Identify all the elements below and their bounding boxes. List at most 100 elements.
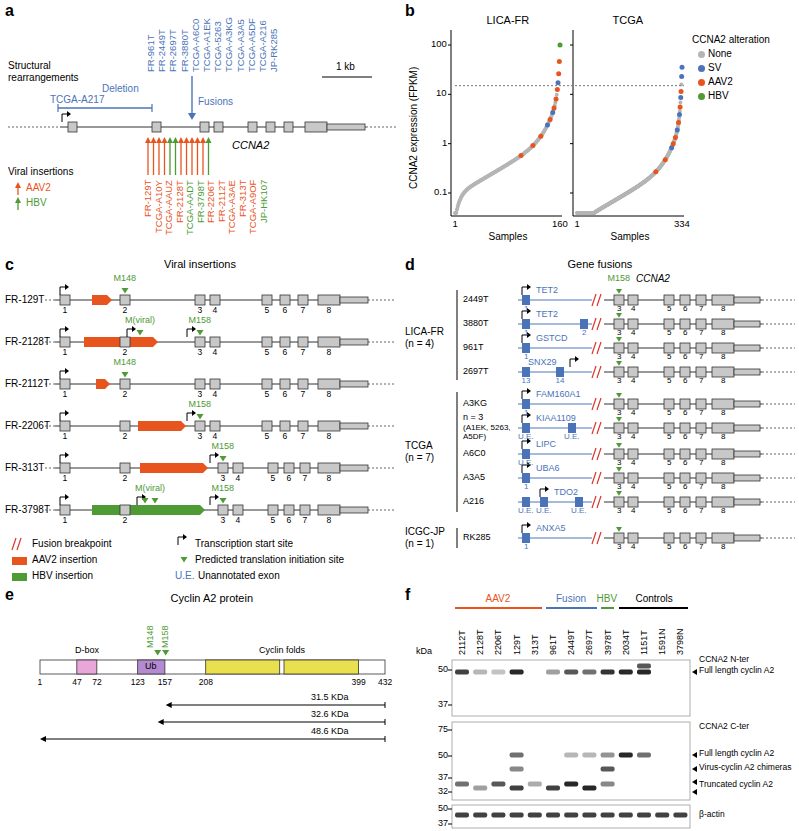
label-text: 7	[699, 542, 703, 551]
label-text: TCGA-A6C0	[191, 19, 202, 72]
arrowhead	[192, 326, 196, 332]
arrowhead	[188, 113, 196, 120]
label-text: 7	[303, 516, 308, 526]
label-text: LICA-FR	[405, 326, 444, 338]
label-text: 5	[667, 432, 671, 441]
exon	[680, 399, 690, 409]
exon	[628, 319, 638, 329]
data-point	[558, 43, 563, 48]
exon	[696, 533, 706, 543]
size-arrow	[385, 736, 386, 742]
insertion-arrow	[17, 202, 18, 210]
label-text: 4	[631, 458, 635, 467]
arrowhead	[173, 137, 179, 143]
blot-band	[564, 753, 578, 758]
label-text: d	[405, 256, 415, 274]
label-text: 123	[131, 678, 145, 688]
viral-insertion	[140, 463, 208, 473]
exon	[280, 295, 290, 305]
label-text: D-box	[75, 645, 99, 655]
label-text: TCGA	[405, 440, 433, 452]
initiation-triangle	[137, 330, 144, 336]
label-text: 4	[631, 506, 635, 515]
blot-band	[601, 813, 615, 818]
exon	[614, 367, 624, 377]
label-text: 4	[213, 390, 218, 400]
label-text: b	[405, 2, 415, 20]
fusion-arrow	[191, 76, 192, 114]
exon	[614, 449, 624, 459]
label-text: TCGA-A1EK	[202, 18, 213, 72]
label-text: 6	[683, 304, 687, 313]
breakpoint	[597, 472, 601, 484]
gene-line	[368, 342, 396, 343]
exon	[262, 421, 272, 431]
gene-line	[762, 348, 795, 349]
label-text: ANXA5	[536, 523, 566, 533]
arrowhead	[65, 368, 69, 374]
tick	[448, 670, 452, 671]
arrowhead	[527, 522, 531, 528]
label-text: TCGA-A9OF	[248, 180, 259, 234]
exon	[628, 473, 638, 483]
label-text: SNX29	[528, 357, 557, 367]
exon	[712, 343, 734, 353]
blot-band	[619, 753, 633, 758]
insertion-arrow	[197, 142, 198, 175]
breakpoint	[597, 342, 601, 354]
initiation-triangle	[616, 491, 622, 496]
label-text: M158	[608, 273, 631, 283]
label-text: FR-2112T	[5, 378, 49, 390]
label-text: 5	[667, 506, 671, 515]
group-line	[601, 607, 614, 609]
label-text: Structural rearrangements	[8, 60, 92, 83]
arrowhead	[692, 766, 697, 772]
tick	[448, 824, 452, 825]
blot-band	[455, 782, 469, 787]
data-point	[554, 97, 559, 102]
exon	[614, 533, 624, 543]
label-text: 2697T	[463, 366, 489, 376]
label-text: 2449T	[463, 294, 489, 304]
blot-band	[528, 813, 542, 818]
breakpoint	[592, 532, 596, 544]
label-text: 1	[524, 304, 528, 313]
label-text: 8	[327, 432, 332, 442]
exon	[712, 295, 734, 305]
tick	[448, 809, 452, 810]
exon	[628, 343, 638, 353]
blot-band	[619, 813, 633, 818]
breakpoint	[597, 318, 601, 330]
exon	[120, 295, 130, 305]
label-text: 2	[123, 516, 128, 526]
exon	[60, 463, 70, 473]
label-text: 5	[667, 328, 671, 337]
scale-bar	[322, 76, 372, 77]
label-text: 5	[667, 352, 671, 361]
legend-swatch	[698, 51, 705, 58]
exon	[120, 463, 130, 473]
initiation-triangle	[616, 527, 622, 532]
label-text: 961T	[548, 634, 558, 655]
label-text: TET2	[536, 309, 558, 319]
breakpoint	[592, 398, 596, 410]
partner-exon	[522, 423, 530, 433]
label-text: 1	[524, 542, 528, 551]
label-text: M148	[145, 625, 155, 648]
label-text: Cyclin A2 protein	[171, 592, 254, 605]
label-text: 1	[63, 306, 68, 316]
label-text: 8	[721, 352, 725, 361]
partner-exon	[556, 367, 564, 377]
label-text: 3	[198, 432, 203, 442]
blot-band	[510, 670, 524, 675]
exon	[628, 399, 638, 409]
label-text: 129T	[512, 634, 522, 655]
exon	[120, 421, 130, 431]
exon	[298, 337, 308, 347]
arrowhead	[692, 752, 697, 758]
label-text: 14	[556, 376, 565, 385]
legend-text: SV	[708, 62, 721, 74]
label-text: 2	[123, 306, 128, 316]
gene-line	[368, 384, 396, 385]
